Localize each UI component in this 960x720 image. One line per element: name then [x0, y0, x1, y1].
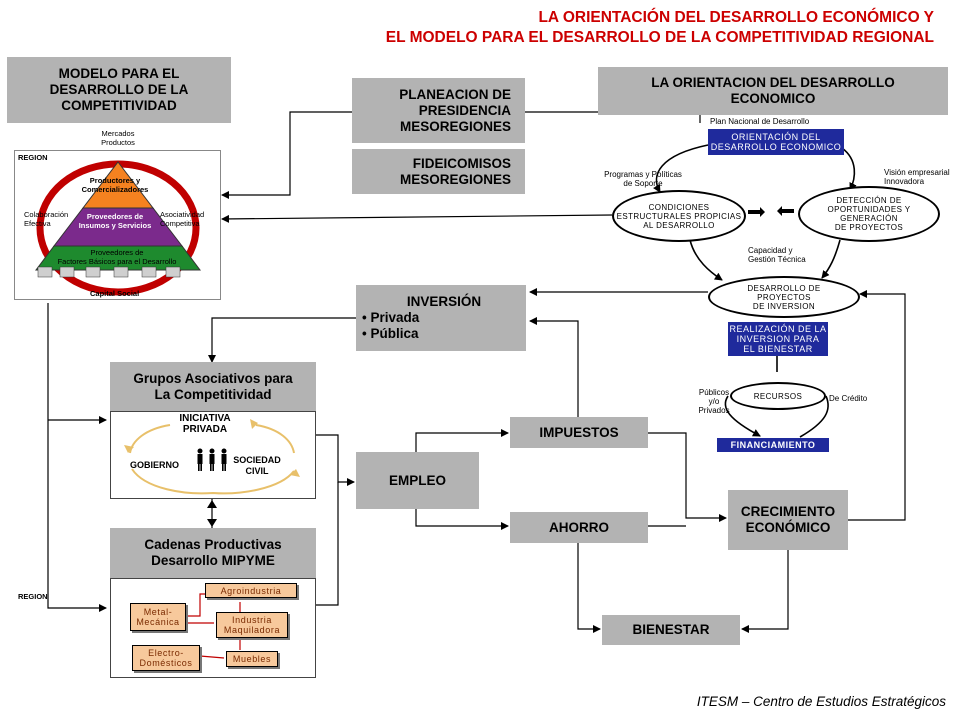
- flow-recursos: RECURSOS: [730, 382, 826, 410]
- cadenas-agroindustria: Agroindustria: [205, 583, 297, 598]
- model-region-label: REGION: [18, 153, 48, 162]
- flow-desarrollo-proyectos: DESARROLLO DE PROYECTOS DE INVERSION: [708, 276, 860, 318]
- flow-publicos: Públicos y/o Privados: [698, 388, 730, 415]
- grupos-iniciativa-label: INICIATIVA PRIVADA: [179, 413, 231, 435]
- inversion-box: INVERSIÓN • Privada • Pública: [356, 285, 526, 351]
- flow-programas: Programas y Políticas de Soporte: [604, 170, 682, 188]
- model-asociatividad-label: Asociatividad Competitiva: [160, 210, 205, 228]
- page-title: LA ORIENTACIÓN DEL DESARROLLO ECONÓMICO …: [200, 8, 934, 48]
- model-pyramid: [35, 160, 201, 296]
- orientacion-box: LA ORIENTACION DEL DESARROLLO ECONOMICO: [598, 67, 948, 115]
- cadenas-metal-mecanica: Metal- Mecánica: [130, 603, 186, 631]
- footer-credit: ITESM – Centro de Estudios Estratégicos: [696, 694, 946, 709]
- flow-capacidad: Capacidad y Gestión Técnica: [748, 246, 806, 264]
- model-proveedores-label: Proveedores de Insumos y Servicios: [78, 212, 152, 230]
- ahorro-box: AHORRO: [510, 512, 648, 543]
- flow-orientacion-blue: ORIENTACIÓN DEL DESARROLLO ECONOMICO: [708, 129, 844, 155]
- cadenas-industria-maquiladora: Industria Maquiladora: [216, 612, 288, 638]
- model-colaboracion-label: Colaboración Efectiva: [24, 210, 69, 228]
- cadenas-electrodomesticos: Electro- Domésticos: [132, 645, 200, 671]
- flow-vision: Visión empresarial Innovadora: [884, 168, 950, 186]
- grupos-box: Grupos Asociativos para La Competitivida…: [110, 362, 316, 411]
- model-region-bottom-label: REGION: [18, 592, 48, 601]
- flow-financiamiento: FINANCIAMIENTO: [717, 438, 829, 452]
- planeacion-box: PLANEACION DE PRESIDENCIA MESOREGIONES: [352, 78, 525, 143]
- inversion-item: • Pública: [362, 326, 419, 341]
- impuestos-box: IMPUESTOS: [510, 417, 648, 448]
- flow-realizacion: REALIZACIÓN DE LA INVERSION PARA EL BIEN…: [728, 322, 828, 356]
- grupos-sociedad-label: SOCIEDAD CIVIL: [233, 455, 281, 476]
- model-capital-label: Capital Social: [90, 289, 140, 298]
- model-factores-label: Proveedores de Factores Básicos para el …: [57, 248, 177, 266]
- empleo-box: EMPLEO: [356, 452, 479, 509]
- bienestar-box: BIENESTAR: [602, 615, 740, 645]
- cadenas-muebles: Muebles: [226, 651, 278, 667]
- inversion-title: INVERSIÓN: [406, 294, 482, 309]
- cadenas-box: Cadenas Productivas Desarrollo MIPYME: [110, 528, 316, 578]
- people-icon: [194, 448, 230, 476]
- title-line-2: EL MODELO PARA EL DESARROLLO DE LA COMPE…: [385, 29, 934, 46]
- inversion-item: • Privada: [362, 310, 420, 325]
- model-productores-label: Productores y Comercializadores: [81, 176, 149, 194]
- grupos-gobierno-label: GOBIERNO: [130, 460, 180, 470]
- flow-de-credito: De Crédito: [829, 394, 868, 403]
- fideicomisos-box: FIDEICOMISOS MESOREGIONES: [352, 149, 525, 194]
- flow-deteccion: DETECCIÓN DE OPORTUNIDADES Y GENERACIÓN …: [798, 186, 940, 242]
- grupos-cycle-arrows: [124, 419, 300, 495]
- modelo-box: MODELO PARA EL DESARROLLO DE LA COMPETIT…: [7, 57, 231, 123]
- flow-condiciones: CONDICIONES ESTRUCTURALES PROPICIAS AL D…: [612, 190, 746, 242]
- flow-plan-nacional: Plan Nacional de Desarrollo: [710, 117, 810, 126]
- title-line-1: LA ORIENTACIÓN DEL DESARROLLO ECONÓMICO …: [538, 9, 934, 26]
- model-mercados-label: Mercados Productos: [101, 129, 135, 147]
- crecimiento-box: CRECIMIENTO ECONÓMICO: [728, 490, 848, 550]
